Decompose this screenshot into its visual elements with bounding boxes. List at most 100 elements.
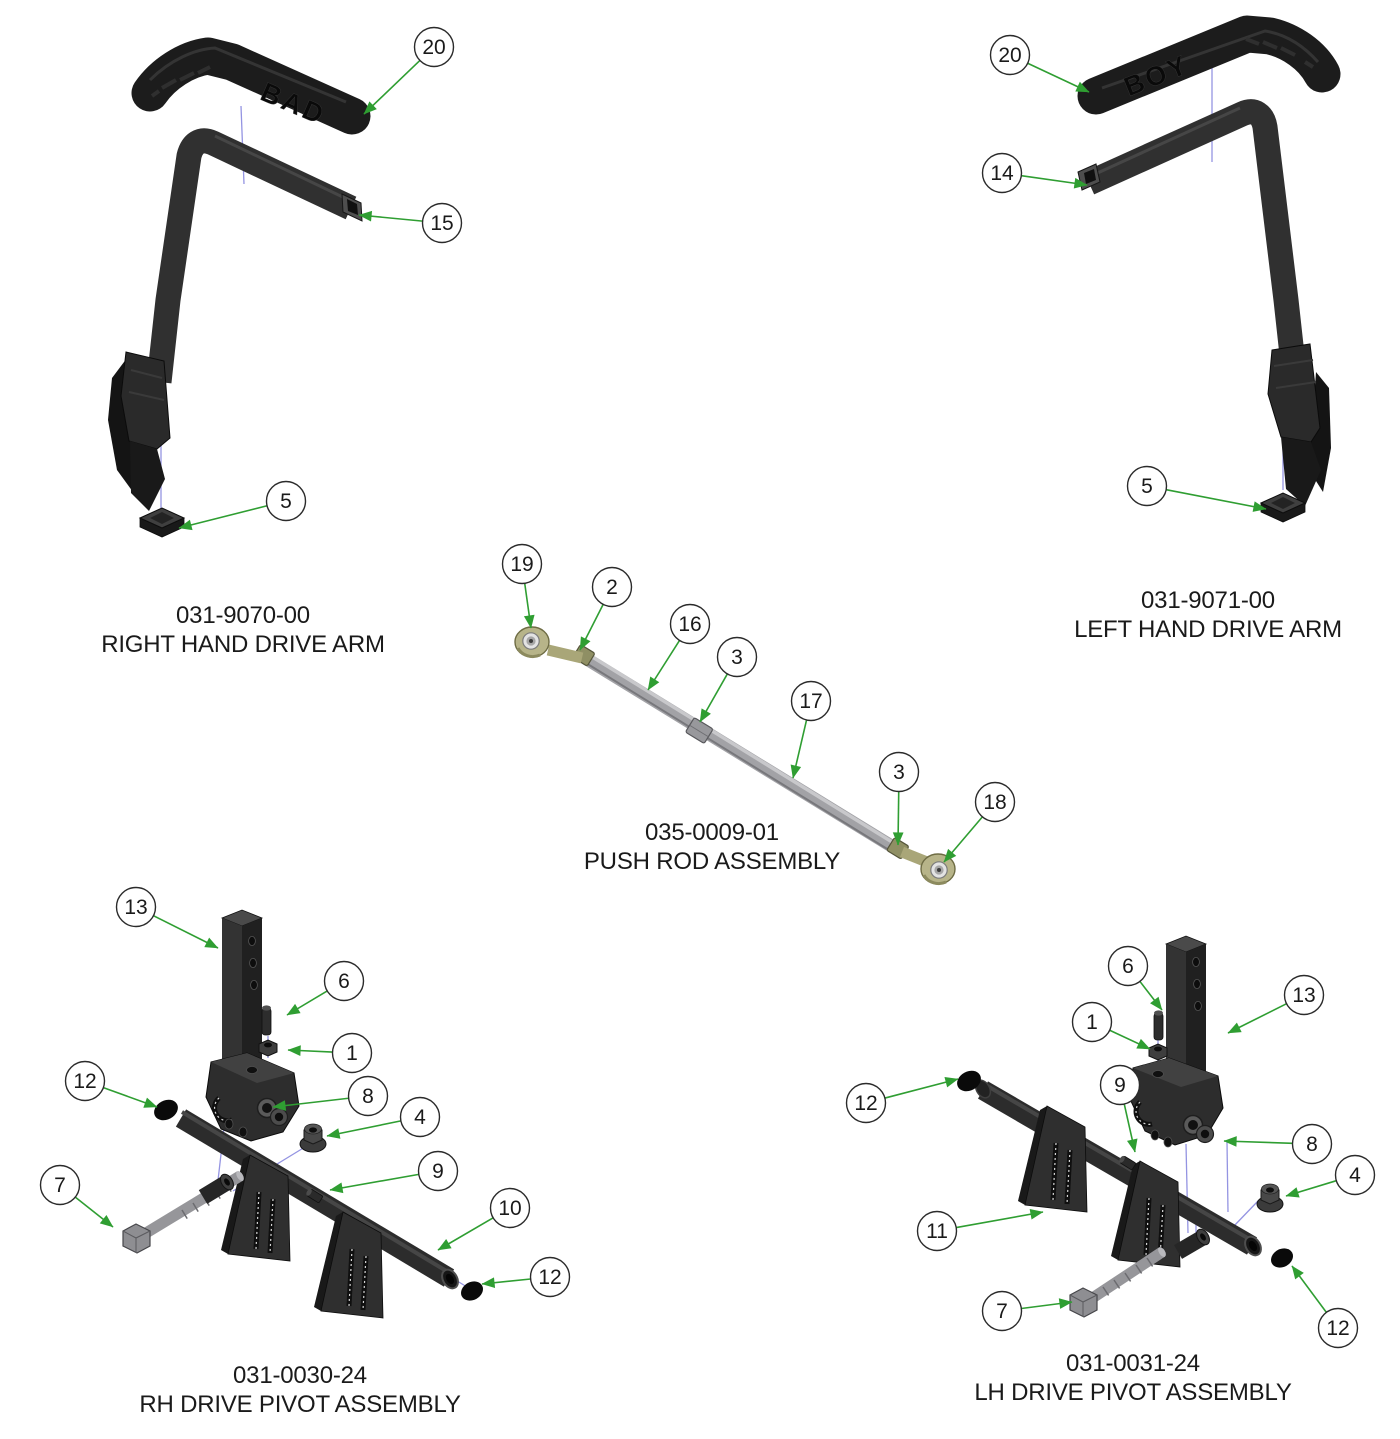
pivot-bracket [205,1052,300,1142]
leader-arrow-rh-drive-arm-15 [358,210,423,222]
drive-arm-tube-15 [146,128,363,384]
callout-number: 3 [893,761,905,784]
leader-arrow-lh-pivot-6 [1139,980,1163,1011]
leader-arrow-push-rod-3 [699,673,729,723]
callout-balloon-rh-drive-arm-5 [265,480,307,522]
part-name-label: PUSH ROD ASSEMBLY [584,848,840,875]
rh-drive-arm-artwork: BAD [108,37,371,538]
part-number-label: 031-9070-00 [176,602,310,629]
leader-arrow-lh-pivot-4 [1285,1179,1337,1198]
pivot-bushing [198,1173,234,1204]
end-cap-5 [138,507,186,538]
callout-balloon-push-rod-17 [790,680,832,722]
leader-arrow-lh-drive-arm-20 [1027,62,1090,93]
plug-12-left [957,1070,981,1092]
callout-number: 1 [346,1042,358,1065]
leader-arrow-lh-pivot-8 [1223,1136,1293,1147]
arm-post-13 [1164,935,1208,1092]
leader-arrow-lh-drive-arm-5 [1165,488,1267,512]
push-rod-tube-16-17 [581,651,902,856]
callout-balloon-rh-pivot-12 [529,1256,571,1298]
part-name-label: LEFT HAND DRIVE ARM [1074,616,1342,643]
callout-number: 15 [430,212,453,235]
callout-balloon-lh-pivot-9 [1099,1064,1141,1106]
callout-balloon-rh-drive-arm-20 [413,26,455,68]
end-cap-5 [1259,492,1307,523]
leader-arrow-rh-pivot-8 [272,1097,349,1111]
leader-arrow-lh-pivot-1 [1109,1029,1151,1050]
callout-number: 7 [996,1300,1008,1323]
shaft-end-opening [441,1268,459,1290]
leader-arrow-push-rod-16 [647,640,681,691]
callout-number: 6 [1122,955,1134,978]
hex-bolt-7 [1069,1247,1166,1318]
callout-balloon-push-rod-18 [974,781,1016,823]
leader-arrow-rh-pivot-7 [74,1196,114,1228]
flange-nut-4 [1256,1183,1284,1213]
set-screw-9 [1119,1155,1136,1170]
part-number-label: 031-0030-24 [233,1362,367,1389]
arm-lower-blade [108,351,171,511]
callout-number: 20 [998,44,1021,67]
callout-balloon-rh-pivot-7 [39,1164,81,1206]
callout-balloon-lh-pivot-4 [1334,1154,1376,1196]
leader-arrow-push-rod-3 [892,791,904,846]
grip-cover-20: BOY [1077,15,1341,115]
leader-arrow-rh-pivot-12 [481,1277,531,1289]
pivot-bracket [1129,1057,1224,1148]
callout-balloon-rh-pivot-4 [399,1096,441,1138]
clevis-pin-6 [1153,1010,1164,1041]
rod-nut-3-middle [685,717,713,744]
callout-number: 13 [124,896,147,919]
callout-number: 4 [414,1106,426,1129]
leader-arrow-push-rod-19 [523,583,535,629]
callout-balloon-rh-drive-arm-15 [421,202,463,244]
callout-balloon-push-rod-3 [878,751,920,793]
lh-drive-arm-artwork: BOY [1077,15,1341,523]
callout-balloon-push-rod-16 [669,603,711,645]
callout-balloon-lh-pivot-12 [1317,1307,1359,1349]
callout-balloon-rh-pivot-13 [115,886,157,928]
leader-arrow-push-rod-2 [579,604,604,651]
bearing-8 [256,1097,289,1127]
callout-balloon-push-rod-3 [716,636,758,678]
callout-balloon-lh-drive-arm-5 [1126,465,1168,507]
gusset-plate [1111,1160,1181,1268]
leader-arrow-lh-pivot-13 [1227,1003,1287,1034]
pivot-bushing [1173,1228,1210,1259]
gusset-plate [314,1211,384,1319]
leader-arrow-push-rod-17 [790,719,808,779]
callout-balloon-push-rod-2 [591,566,633,608]
shaft-end-opening [1244,1235,1262,1257]
leader-arrow-lh-drive-arm-14 [1021,174,1088,189]
rh-pivot-artwork [122,909,483,1319]
callout-balloon-lh-drive-arm-14 [981,152,1023,194]
arm-post-13 [220,909,264,1071]
nut-1 [1148,1043,1168,1061]
callout-balloon-rh-pivot-10 [489,1187,531,1229]
part-number-label: 031-0031-24 [1066,1350,1200,1377]
callout-balloon-lh-pivot-7 [981,1290,1023,1332]
plug-12-left [154,1099,178,1121]
callout-number: 6 [338,970,350,993]
callout-number: 9 [432,1160,444,1183]
callout-balloon-rh-pivot-9 [417,1150,459,1192]
push-rod-artwork [514,626,956,886]
callout-number: 7 [54,1174,66,1197]
callout-number: 12 [1326,1317,1349,1340]
leader-arrow-rh-drive-arm-20 [363,59,421,115]
callout-number: 10 [498,1197,521,1220]
plug-12-right [461,1281,483,1301]
callout-number: 8 [1306,1133,1318,1156]
callout-balloon-rh-pivot-1 [331,1032,373,1074]
callout-balloon-lh-pivot-11 [916,1210,958,1252]
callout-balloon-rh-pivot-8 [347,1075,389,1117]
part-number-label: 035-0009-01 [645,819,779,846]
callout-number: 3 [731,646,743,669]
